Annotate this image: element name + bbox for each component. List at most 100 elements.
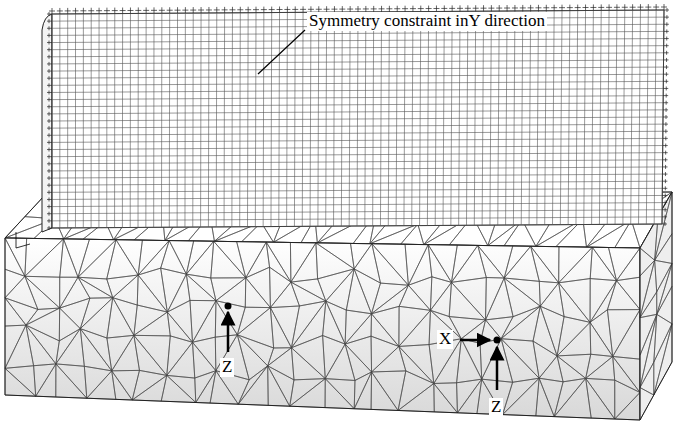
mesh-element xyxy=(36,364,56,397)
constraint-symbol xyxy=(47,55,52,59)
mesh-element xyxy=(134,335,170,375)
mesh-element xyxy=(613,310,640,360)
mesh-element xyxy=(78,277,113,298)
constraint-symbol xyxy=(663,136,668,140)
constraint-symbol xyxy=(175,7,181,13)
mesh-element xyxy=(399,346,434,383)
constraint-symbol xyxy=(426,6,432,12)
mesh-line xyxy=(52,88,663,92)
mesh-element xyxy=(186,241,213,278)
mesh-element xyxy=(457,379,481,413)
constraint-symbol xyxy=(47,62,52,66)
constraint-symbol xyxy=(528,5,534,11)
mesh-element xyxy=(531,246,559,283)
mesh-element xyxy=(559,247,593,283)
mesh-element xyxy=(84,366,111,398)
constraint-symbol xyxy=(47,90,52,94)
mesh-line xyxy=(52,39,664,43)
mesh-line xyxy=(52,146,663,150)
mesh-line xyxy=(52,31,664,35)
constraint-symbol xyxy=(47,33,52,37)
mesh-element xyxy=(345,336,371,372)
mesh-element xyxy=(132,375,167,401)
mesh-element xyxy=(531,246,559,283)
mesh-element xyxy=(399,345,434,384)
mesh-element xyxy=(211,278,246,301)
face-fill xyxy=(5,238,640,420)
mesh-element xyxy=(640,388,654,420)
mesh-element xyxy=(112,370,140,400)
constraint-symbol xyxy=(159,7,165,13)
constraint-symbol xyxy=(663,94,668,98)
mesh-element xyxy=(449,317,485,339)
constraint-symbol xyxy=(590,4,596,10)
mesh-line xyxy=(52,195,662,199)
mesh-element xyxy=(640,292,657,318)
mesh-line xyxy=(52,124,663,128)
mesh-element xyxy=(323,335,346,378)
constraint-symbol xyxy=(575,5,581,11)
mesh-element xyxy=(370,224,418,244)
mesh-element xyxy=(268,366,294,406)
mesh-element xyxy=(371,372,398,411)
constraint-symbol xyxy=(88,8,94,14)
mesh-element xyxy=(25,239,64,277)
mesh-line xyxy=(52,181,662,185)
constraint-symbol xyxy=(292,6,298,12)
mesh-element xyxy=(657,263,672,314)
mesh-element xyxy=(80,329,111,371)
mesh-element xyxy=(238,366,268,406)
mesh-element xyxy=(107,335,134,370)
constraint-symbol xyxy=(663,151,668,155)
mesh-element xyxy=(5,298,26,326)
mesh-element xyxy=(540,306,564,356)
constraint-symbol xyxy=(663,101,668,105)
constraint-symbol xyxy=(662,172,667,176)
mesh-element xyxy=(586,356,615,380)
constraint-symbol xyxy=(662,208,667,212)
mesh-element xyxy=(78,240,116,279)
constraint-symbol xyxy=(47,112,52,116)
constraint-symbol xyxy=(598,4,604,10)
node-point xyxy=(225,303,232,310)
mesh-element xyxy=(167,336,193,375)
mesh-element xyxy=(657,286,672,323)
mesh-element xyxy=(536,378,554,416)
constraint-symbol xyxy=(80,8,86,14)
mesh-element xyxy=(372,244,409,285)
constraint-symbol xyxy=(664,15,669,19)
axis-label: Z xyxy=(220,358,234,377)
constraint-symbol xyxy=(488,5,494,11)
mesh-element xyxy=(399,310,431,346)
mesh-element xyxy=(640,362,654,395)
mesh-element xyxy=(399,285,430,310)
constraint-symbol xyxy=(47,119,52,123)
mesh-element xyxy=(354,269,380,314)
constraint-symbol xyxy=(614,4,620,10)
mesh-element xyxy=(539,378,563,416)
mesh-element xyxy=(268,366,290,406)
mesh-element xyxy=(607,281,640,310)
mesh-line xyxy=(52,81,663,85)
constraint-symbol xyxy=(47,212,52,216)
constraint-symbol xyxy=(47,98,52,102)
mesh-element xyxy=(354,372,371,409)
mesh-element xyxy=(457,339,482,383)
leader-line xyxy=(258,30,305,74)
mesh-element xyxy=(107,275,138,298)
mesh-element xyxy=(372,346,406,372)
mesh-element xyxy=(167,312,192,342)
constraint-symbol xyxy=(606,4,612,10)
constraint-symbol xyxy=(663,165,668,169)
mesh-element xyxy=(615,392,640,420)
constraint-symbol xyxy=(214,7,220,13)
mesh-element xyxy=(617,248,640,281)
constraint-symbol xyxy=(47,69,52,73)
constraint-symbol xyxy=(664,58,669,62)
mesh-element xyxy=(430,277,451,311)
constraint-symbol xyxy=(112,8,118,14)
constraint-symbol xyxy=(520,5,526,11)
mesh-element xyxy=(657,263,672,314)
